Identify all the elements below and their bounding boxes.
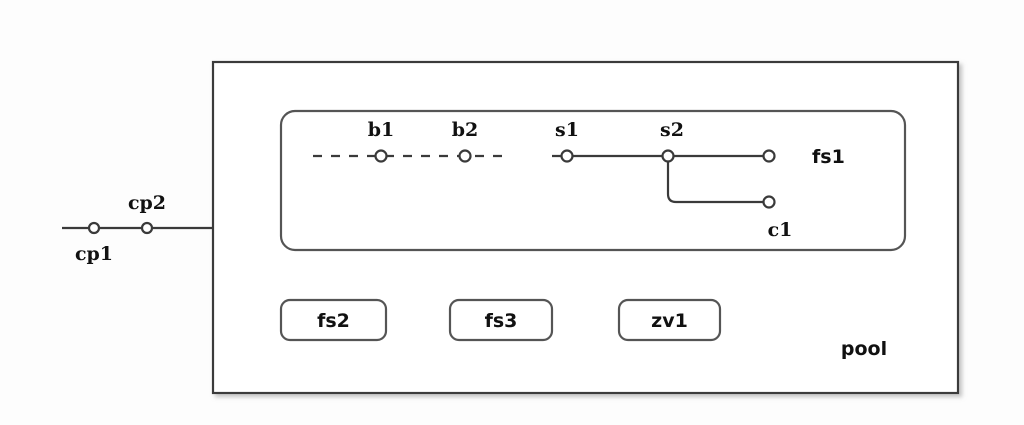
child-box-fs3[interactable]: fs3 [448, 298, 554, 342]
child-box-label-fs2: fs2 [317, 310, 350, 332]
child-box-label-zv1: zv1 [651, 310, 688, 332]
node-b1[interactable] [374, 149, 388, 163]
node-c1[interactable] [762, 195, 776, 209]
node-cp1[interactable] [87, 221, 101, 235]
child-box-label-fs3: fs3 [485, 310, 518, 332]
node-label-s2: s2 [660, 119, 684, 141]
child-box-zv1[interactable]: zv1 [617, 298, 722, 342]
child-box-rect-zv1[interactable] [617, 298, 722, 342]
node-label-cp2: cp2 [128, 192, 166, 214]
child-box-rect-fs3[interactable] [448, 298, 554, 342]
node-fs1-terminal[interactable] [762, 149, 776, 163]
child-box-rect-fs2[interactable] [279, 298, 388, 342]
node-s2[interactable] [661, 149, 675, 163]
node-label-cp1: cp1 [75, 243, 113, 265]
node-cp2[interactable] [140, 221, 154, 235]
node-label-b2: b2 [452, 119, 479, 141]
c1-drop-connector [666, 156, 769, 204]
pool-label: pool [841, 338, 887, 360]
fs1-label: fs1 [812, 146, 845, 168]
node-s1[interactable] [560, 149, 574, 163]
node-label-c1: c1 [768, 219, 793, 241]
fs1-container[interactable] [279, 109, 907, 252]
nodes-layer: cp1 cp2 b1 b2 s1 s2 c1 [75, 119, 792, 265]
node-label-s1: s1 [555, 119, 579, 141]
child-box-fs2[interactable]: fs2 [279, 298, 388, 342]
child-boxes-layer: fs2 fs3 zv1 [279, 298, 722, 342]
node-label-b1: b1 [368, 119, 395, 141]
node-b2[interactable] [458, 149, 472, 163]
